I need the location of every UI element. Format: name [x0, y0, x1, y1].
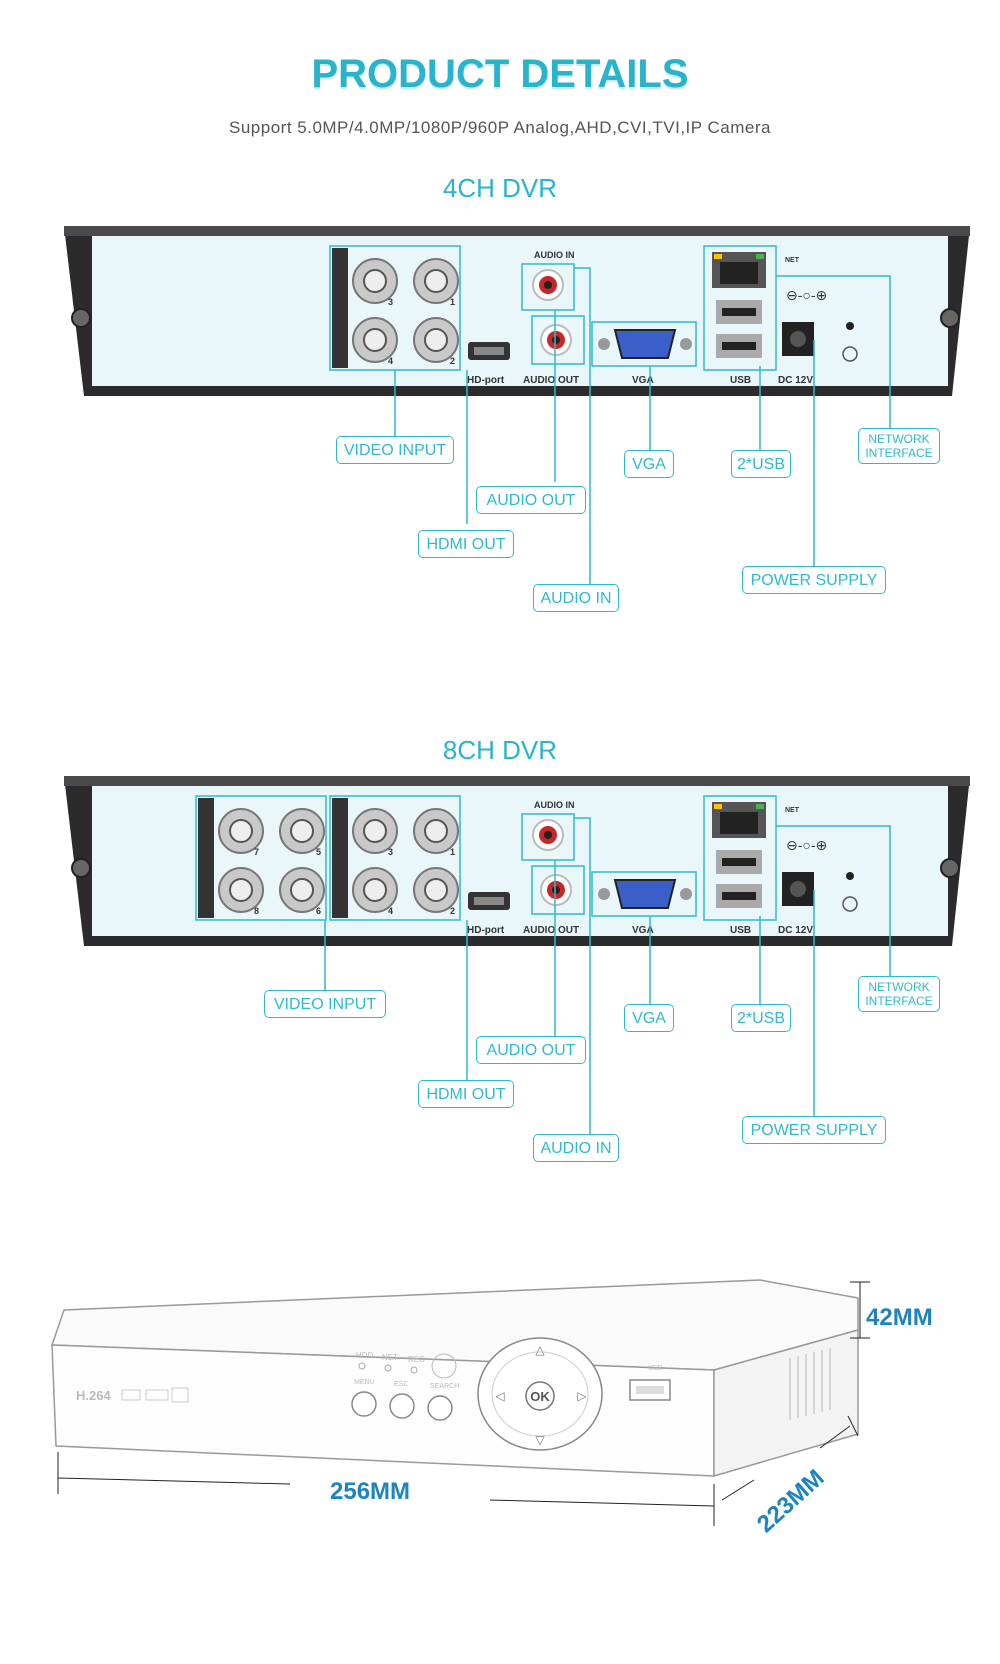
vga-port-icon: [613, 329, 677, 359]
ok-label: OK: [530, 1389, 550, 1404]
bnc-number: 3: [388, 297, 393, 307]
callout-hdmi-out: HDMI OUT: [418, 1080, 514, 1108]
bnc-number: 7: [254, 847, 259, 857]
page-subtitle: Support 5.0MP/4.0MP/1080P/960P Analog,AH…: [229, 118, 771, 137]
callout-video-input: VIDEO INPUT: [264, 990, 386, 1018]
bnc-number: 2: [450, 356, 455, 366]
callout-audio-in: AUDIO IN: [533, 1134, 619, 1162]
width-dimension: 256MM: [330, 1478, 411, 1505]
screw-icon: [71, 308, 91, 328]
bnc-connector-icon: [352, 258, 459, 363]
callout-usb: 2*USB: [731, 450, 791, 478]
net-label: NET: [785, 807, 800, 814]
dvr4-rear-panel: VIDEO IN 3 1 4 2 HD-port AUDIO IN AUDIO …: [64, 226, 970, 584]
net-label: NET: [785, 257, 800, 264]
dvr8-diagram: VIDEO IN 7 5 8 6 VIDEO IN 3 1 4 2 HD-por…: [0, 550, 1000, 1162]
page-title: PRODUCT DETAILS: [311, 52, 689, 96]
callout-power-supply: POWER SUPPLY: [742, 1116, 886, 1144]
ground-icon: [842, 896, 858, 912]
search-button[interactable]: [427, 1395, 453, 1421]
network-label-line1: NETWORK: [868, 980, 930, 994]
bnc-number: 2: [450, 906, 455, 916]
hd-port-label: HD-port: [467, 375, 505, 386]
vga-port-icon: [613, 879, 677, 909]
bnc-connector-icon: [218, 808, 325, 913]
bnc-number: 5: [316, 847, 321, 857]
esc-button[interactable]: [389, 1393, 415, 1419]
arrow-left-icon[interactable]: ◁: [494, 1389, 504, 1403]
dvr8-rear-panel: VIDEO IN 7 5 8 6 VIDEO IN 3 1 4 2 HD-por…: [64, 776, 970, 1134]
dvr-front-view: H.264 HDD NET REC MENU ESC SEARCH △ ▽ ◁ …: [50, 1279, 870, 1526]
screw-icon: [71, 858, 91, 878]
polarity-icon: ⊖-○-⊕: [786, 837, 827, 853]
polarity-icon: ⊖-○-⊕: [786, 287, 827, 303]
callout-power-supply: POWER SUPPLY: [742, 566, 886, 594]
dvr4-panel-face: [92, 236, 948, 386]
bnc-connector-icon: [352, 808, 459, 913]
codec-label: H.264: [76, 1388, 111, 1403]
arrow-right-icon[interactable]: ▷: [577, 1389, 587, 1403]
dc-label: DC 12V: [778, 375, 813, 386]
network-label-line2: INTERFACE: [865, 446, 933, 460]
dvr8-panel-face: [92, 786, 948, 936]
ground-icon: [842, 346, 858, 362]
led-label: REC: [408, 1355, 425, 1364]
callout-network-interface: NETWORK INTERFACE: [858, 976, 940, 1012]
video-in-label: VIDEO IN: [336, 839, 347, 883]
dvr4-title: 4CH DVR: [442, 173, 558, 203]
button-label: MENU: [354, 1379, 375, 1386]
callout-network-interface: NETWORK INTERFACE: [858, 428, 940, 464]
led-icon: [358, 1362, 366, 1370]
callout-audio-out: AUDIO OUT: [476, 1036, 586, 1064]
network-label-line1: NETWORK: [868, 432, 930, 446]
callout-vga: VGA: [624, 450, 674, 478]
usb-label: USB: [730, 925, 751, 936]
dvr4-diagram: VIDEO IN 3 1 4 2 HD-port AUDIO IN AUDIO …: [0, 0, 1000, 612]
callout-vga: VGA: [624, 1004, 674, 1032]
callout-video-input: VIDEO INPUT: [336, 436, 454, 464]
callout-audio-in: AUDIO IN: [533, 584, 619, 612]
front-usb-label: USB: [648, 1365, 663, 1372]
bnc-number: 6: [316, 906, 321, 916]
bnc-number: 4: [388, 356, 393, 366]
network-label-line2: INTERFACE: [865, 994, 933, 1008]
bnc-number: 8: [254, 906, 259, 916]
menu-button[interactable]: [351, 1391, 377, 1417]
vga-label: VGA: [632, 375, 654, 386]
video-in-label: VIDEO IN: [336, 289, 347, 333]
led-icon: [410, 1366, 418, 1374]
usb-label: USB: [730, 375, 751, 386]
arrow-up-icon[interactable]: △: [535, 1343, 545, 1357]
audio-in-label: AUDIO IN: [534, 800, 575, 810]
video-in-label: VIDEO IN: [202, 839, 213, 883]
height-dimension: 42MM: [866, 1304, 933, 1331]
button-label: ESC: [394, 1381, 408, 1388]
bnc-number: 1: [450, 297, 455, 307]
bnc-number: 3: [388, 847, 393, 857]
ir-receiver-icon: [431, 1353, 457, 1379]
screw-icon: [940, 858, 960, 878]
arrow-down-icon[interactable]: ▽: [535, 1433, 545, 1447]
audio-out-label: AUDIO OUT: [523, 925, 579, 936]
button-label: SEARCH: [430, 1383, 459, 1390]
led-label: HDD: [356, 1351, 374, 1360]
audio-out-label: AUDIO OUT: [523, 375, 579, 386]
dvr8-title: 8CH DVR: [442, 735, 558, 765]
led-label: NET: [382, 1353, 398, 1362]
led-icon: [384, 1364, 392, 1372]
screw-icon: [940, 308, 960, 328]
callout-audio-out: AUDIO OUT: [476, 486, 586, 514]
audio-in-label: AUDIO IN: [534, 250, 575, 260]
bnc-number: 4: [388, 906, 393, 916]
vga-label: VGA: [632, 925, 654, 936]
dc-label: DC 12V: [778, 925, 813, 936]
callout-hdmi-out: HDMI OUT: [418, 530, 514, 558]
bnc-number: 1: [450, 847, 455, 857]
hd-port-label: HD-port: [467, 925, 505, 936]
callout-usb: 2*USB: [731, 1004, 791, 1032]
ok-button[interactable]: [525, 1381, 555, 1411]
